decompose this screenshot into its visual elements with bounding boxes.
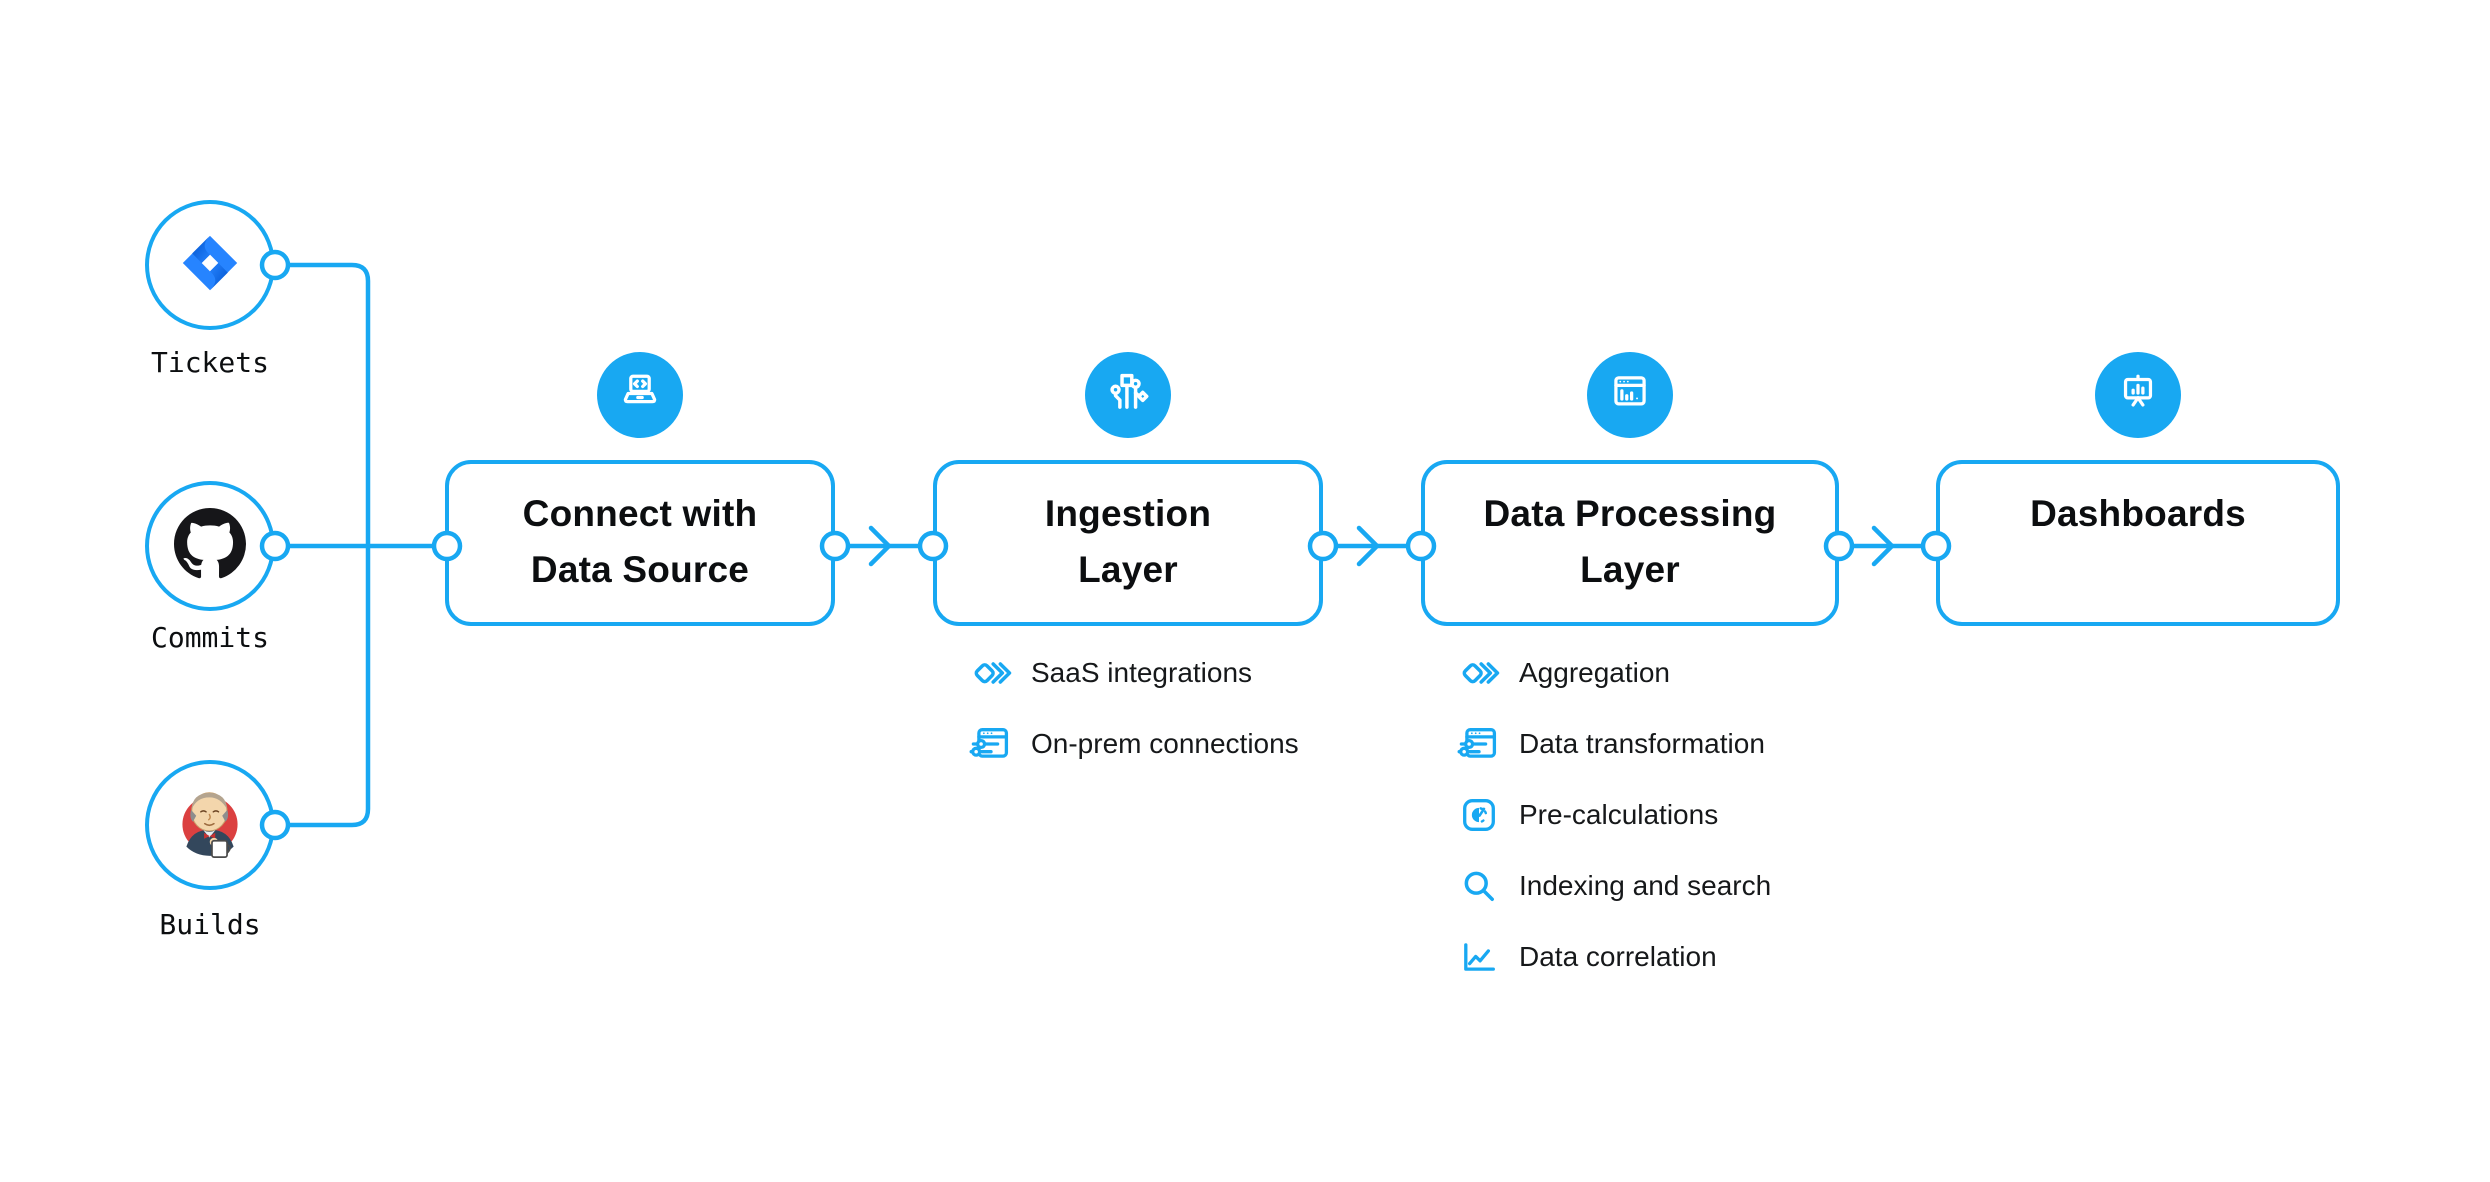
feature-label: Indexing and search bbox=[1519, 870, 1772, 901]
presentation-chart-icon bbox=[2112, 367, 2164, 424]
feature-label: Data correlation bbox=[1519, 941, 1717, 972]
window-sliders-icon bbox=[1457, 722, 1501, 766]
stage-title: Ingestion Layer bbox=[1044, 493, 1212, 590]
list-item: Indexing and search bbox=[1457, 862, 1771, 910]
arrowhead-icon bbox=[1356, 525, 1380, 567]
arrowhead-icon bbox=[868, 525, 892, 567]
source-label-tickets: Tickets bbox=[150, 346, 269, 379]
jira-icon bbox=[181, 234, 239, 297]
stage-title: Connect with Data Source bbox=[522, 493, 758, 590]
processing-feature-list: Aggregation Data transformation bbox=[1457, 649, 1771, 1004]
stacked-diamonds-icon bbox=[1457, 651, 1501, 695]
feature-label: On-prem connections bbox=[1031, 728, 1299, 759]
feature-label: Data transformation bbox=[1519, 728, 1765, 759]
stage-title: Data Processing Layer bbox=[1483, 493, 1777, 590]
window-chart-icon bbox=[1604, 367, 1656, 424]
github-icon bbox=[174, 507, 246, 585]
laptop-code-icon bbox=[614, 367, 666, 424]
stage-box-connect: Connect with Data Source bbox=[445, 460, 835, 626]
stacked-diamonds-icon bbox=[969, 651, 1013, 695]
window-sliders-icon bbox=[969, 722, 1013, 766]
stage-box-dashboards: Dashboards bbox=[1936, 460, 2340, 626]
source-label-builds: Builds bbox=[159, 908, 261, 941]
feature-label: SaaS integrations bbox=[1031, 657, 1253, 688]
ingestion-feature-list: SaaS integrations On-prem connections bbox=[969, 649, 1299, 791]
stage-box-ingestion: Ingestion Layer bbox=[933, 460, 1323, 626]
stage-icon-processing bbox=[1587, 352, 1673, 438]
list-item: Data correlation bbox=[1457, 933, 1771, 981]
source-node-builds bbox=[145, 760, 275, 890]
stage-box-processing: Data Processing Layer bbox=[1421, 460, 1839, 626]
stage-icon-connect bbox=[597, 352, 683, 438]
feature-label: Aggregation bbox=[1519, 657, 1671, 688]
circuit-icon bbox=[1102, 367, 1154, 424]
list-item: Data transformation bbox=[1457, 720, 1771, 768]
jenkins-icon bbox=[168, 781, 252, 870]
list-item: Pre-calculations bbox=[1457, 791, 1771, 839]
feature-label: Pre-calculations bbox=[1519, 799, 1719, 830]
arrowhead-icon bbox=[1871, 525, 1895, 567]
stage-title: Dashboards bbox=[2030, 493, 2246, 534]
search-icon bbox=[1457, 864, 1501, 908]
source-label-commits: Commits bbox=[150, 621, 269, 654]
source-node-commits bbox=[145, 481, 275, 611]
gauge-icon bbox=[1457, 793, 1501, 837]
stage-icon-ingestion bbox=[1085, 352, 1171, 438]
source-node-tickets bbox=[145, 200, 275, 330]
list-item: On-prem connections bbox=[969, 720, 1299, 768]
stage-icon-dashboards bbox=[2095, 352, 2181, 438]
line-chart-icon bbox=[1457, 935, 1501, 979]
list-item: SaaS integrations bbox=[969, 649, 1299, 697]
list-item: Aggregation bbox=[1457, 649, 1771, 697]
